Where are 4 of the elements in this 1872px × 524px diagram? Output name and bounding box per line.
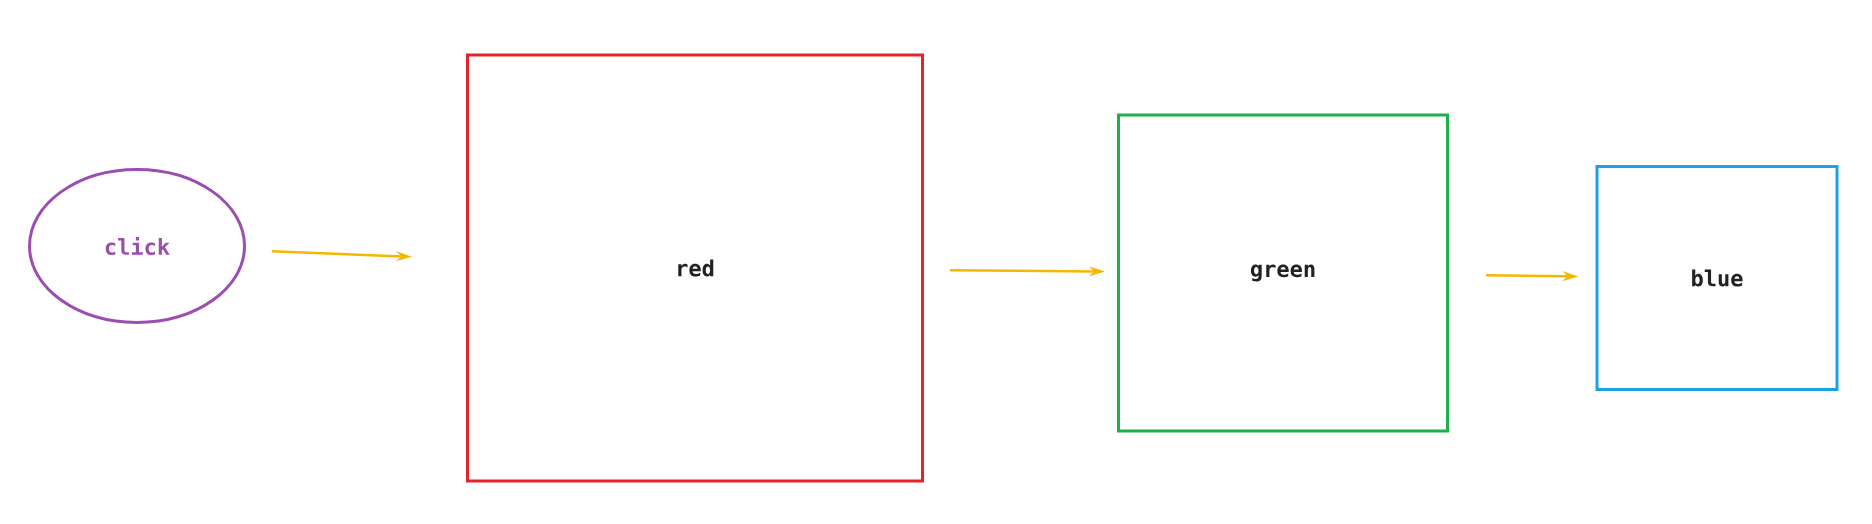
process-box: green — [1117, 113, 1449, 433]
process-box: red — [466, 53, 924, 483]
process-box: blue — [1595, 165, 1839, 391]
ellipse-node: click — [28, 168, 246, 324]
